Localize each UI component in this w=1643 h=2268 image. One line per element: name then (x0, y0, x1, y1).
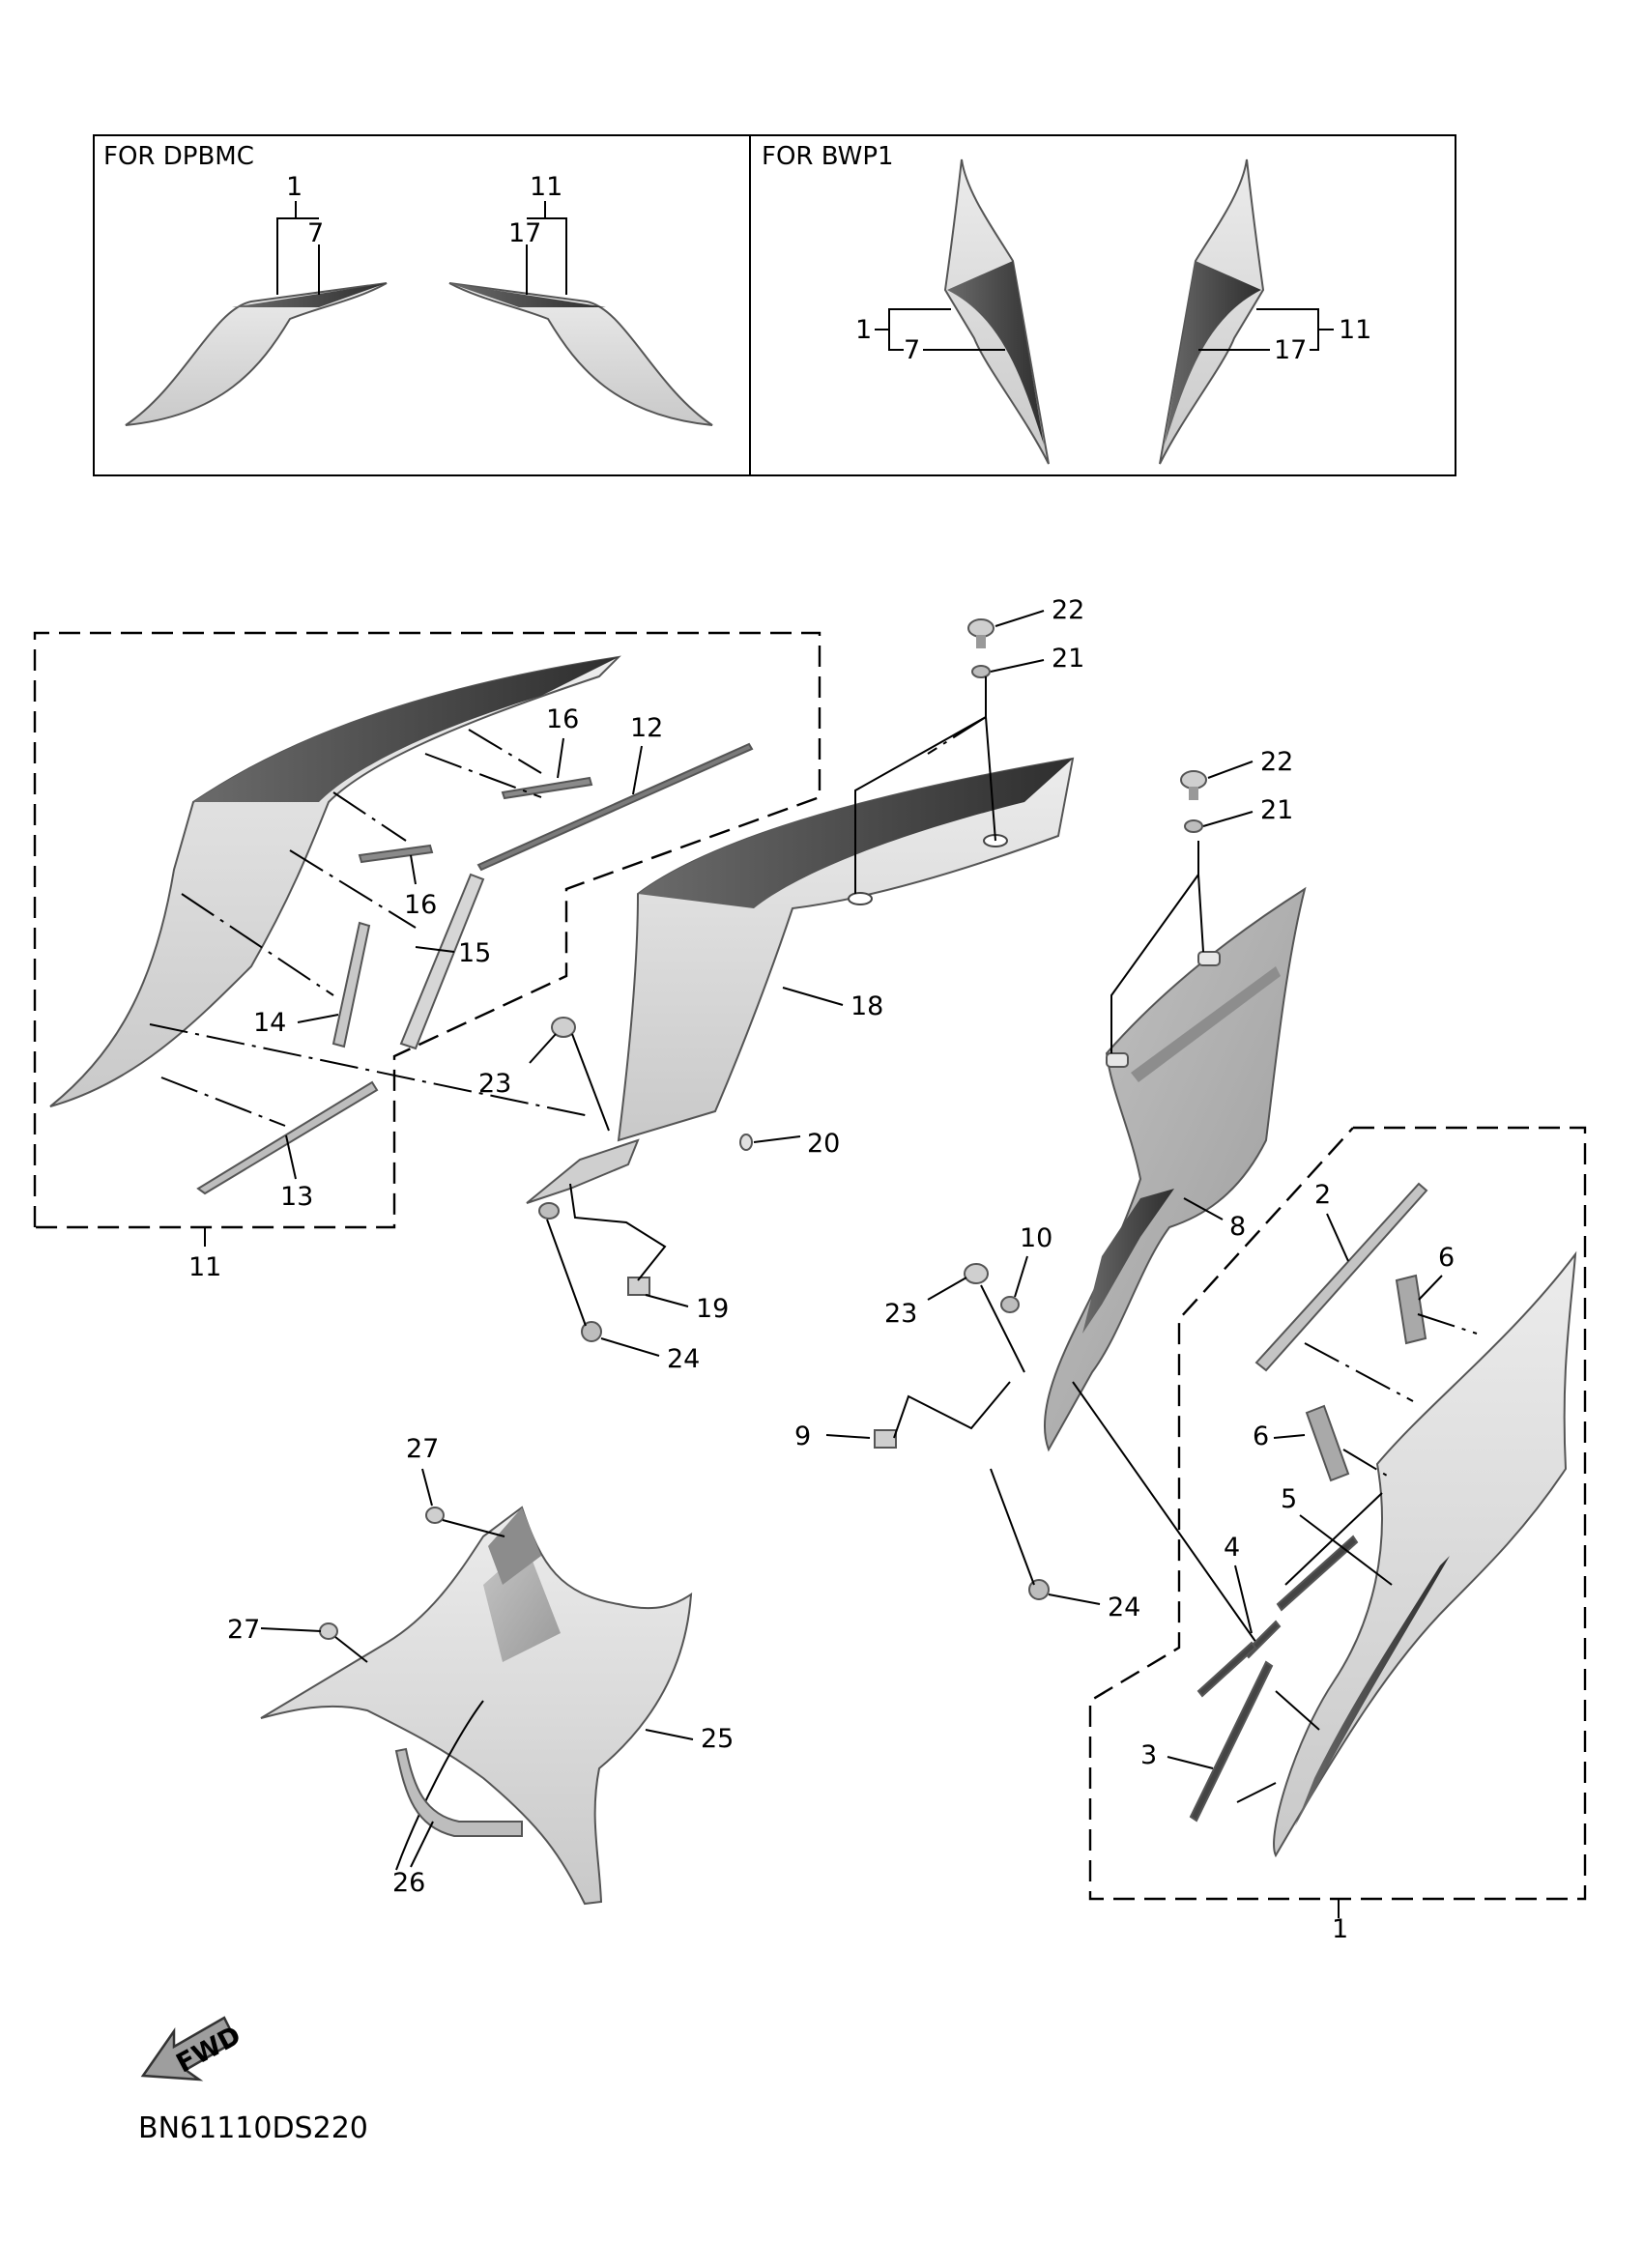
cover-25 (260, 1506, 693, 1906)
panel-1-main (1273, 1250, 1577, 1858)
callout-27-lower: 27 (227, 1615, 260, 1645)
callout-24-right: 24 (1108, 1593, 1140, 1622)
bolt-23-left (551, 1017, 576, 1038)
strip-16a (358, 844, 434, 864)
variant-box-frame (93, 134, 1456, 476)
callout-21-right: 21 (1260, 795, 1293, 825)
clip-9 (874, 1429, 897, 1449)
nut-24-right (1028, 1579, 1050, 1600)
callout-18: 18 (850, 991, 883, 1021)
strip-14 (331, 921, 371, 1048)
strip-4b (1196, 1641, 1257, 1698)
callout-20: 20 (807, 1129, 840, 1159)
rivet-20 (739, 1134, 753, 1151)
strip-5 (1276, 1535, 1359, 1612)
grommet-27-lower (319, 1622, 338, 1640)
callout-5: 5 (1281, 1484, 1297, 1514)
clip-19 (627, 1277, 650, 1296)
strip-12 (476, 742, 754, 872)
bracket-8-group: 22 21 8 10 23 9 24 (794, 747, 1307, 1644)
callout-10: 10 (1020, 1223, 1052, 1253)
callout-16-top: 16 (546, 704, 579, 734)
callout-22-top: 22 (1052, 595, 1084, 625)
callout-1-bwp1: 1 (855, 315, 872, 345)
strip-15 (399, 873, 485, 1050)
bracket-8 (1044, 886, 1307, 1452)
washer-21-top (971, 665, 991, 678)
bwp1-left-panel (943, 158, 1050, 465)
grommet-left (538, 1202, 560, 1220)
box-title-dpbmc: FOR DPBMC (103, 142, 254, 171)
callout-12: 12 (630, 713, 663, 743)
callout-16-mid: 16 (404, 890, 437, 920)
callout-25: 25 (701, 1724, 734, 1754)
dpbmc-right-cowling (448, 282, 713, 426)
bolt-22-top (967, 618, 994, 638)
trim-26 (394, 1747, 523, 1837)
callout-7-bwp1: 7 (904, 335, 920, 365)
callout-8: 8 (1229, 1212, 1246, 1242)
variant-boxes: FOR DPBMC FOR BWP1 (93, 134, 1456, 476)
callout-17-bwp1: 17 (1274, 335, 1307, 365)
callout-15: 15 (458, 938, 491, 968)
bolt-23-right (964, 1263, 989, 1284)
pad-6-lower (1305, 1404, 1350, 1482)
callout-23-left: 23 (478, 1069, 511, 1099)
diagram-code: BN61110DS220 (138, 2111, 368, 2145)
strip-2 (1254, 1182, 1428, 1372)
callout-2: 2 (1314, 1180, 1331, 1210)
callout-13: 13 (280, 1182, 313, 1212)
callout-6-lower: 6 (1253, 1421, 1269, 1451)
bolt-22-right (1180, 770, 1207, 789)
callout-14: 14 (253, 1008, 286, 1038)
cowling-11-panel (49, 655, 621, 1107)
callout-24-left: 24 (667, 1344, 700, 1374)
washer-21-right (1184, 819, 1203, 833)
callout-26: 26 (392, 1868, 425, 1898)
assembly-11-group: 16 12 16 15 14 13 11 (33, 631, 822, 1282)
strip-3 (1189, 1660, 1274, 1823)
grommet-10 (1000, 1296, 1020, 1313)
callout-7-box: 7 (307, 218, 324, 248)
callout-6-upper: 6 (1438, 1243, 1455, 1273)
box-title-bwp1: FOR BWP1 (762, 142, 894, 171)
strip-16b (501, 776, 593, 800)
callout-19: 19 (696, 1294, 729, 1324)
callout-1-group: 1 (1332, 1914, 1348, 1944)
dpbmc-left-cowling (125, 282, 388, 426)
bwp1-callouts: 1 7 11 17 (855, 308, 1371, 365)
callout-11-group: 11 (188, 1252, 221, 1282)
callout-17-box: 17 (508, 218, 541, 248)
callout-1-box: 1 (286, 172, 303, 202)
callout-11-box: 11 (530, 172, 562, 202)
callout-22-right: 22 (1260, 747, 1293, 777)
pad-6-upper (1395, 1274, 1427, 1345)
fwd-arrow: FWD (140, 2016, 245, 2081)
callout-9: 9 (794, 1421, 811, 1451)
callout-3: 3 (1140, 1740, 1157, 1770)
nut-24-left (581, 1321, 602, 1342)
callout-11-bwp1: 11 (1339, 315, 1371, 345)
panel-18-group: 22 21 18 23 20 19 24 (478, 595, 1084, 1374)
callout-21-top: 21 (1052, 644, 1084, 674)
grommet-27-upper (425, 1507, 445, 1524)
callout-4: 4 (1224, 1533, 1240, 1563)
dpbmc-callouts: 1 7 11 17 (276, 172, 567, 295)
callout-23-right: 23 (884, 1299, 917, 1329)
bwp1-right-panel (1159, 158, 1265, 465)
cover-25-group: 27 27 25 26 (227, 1434, 734, 1906)
callout-27-upper: 27 (406, 1434, 439, 1464)
assembly-1-group: 2 6 6 5 4 3 1 (1088, 1126, 1587, 1944)
